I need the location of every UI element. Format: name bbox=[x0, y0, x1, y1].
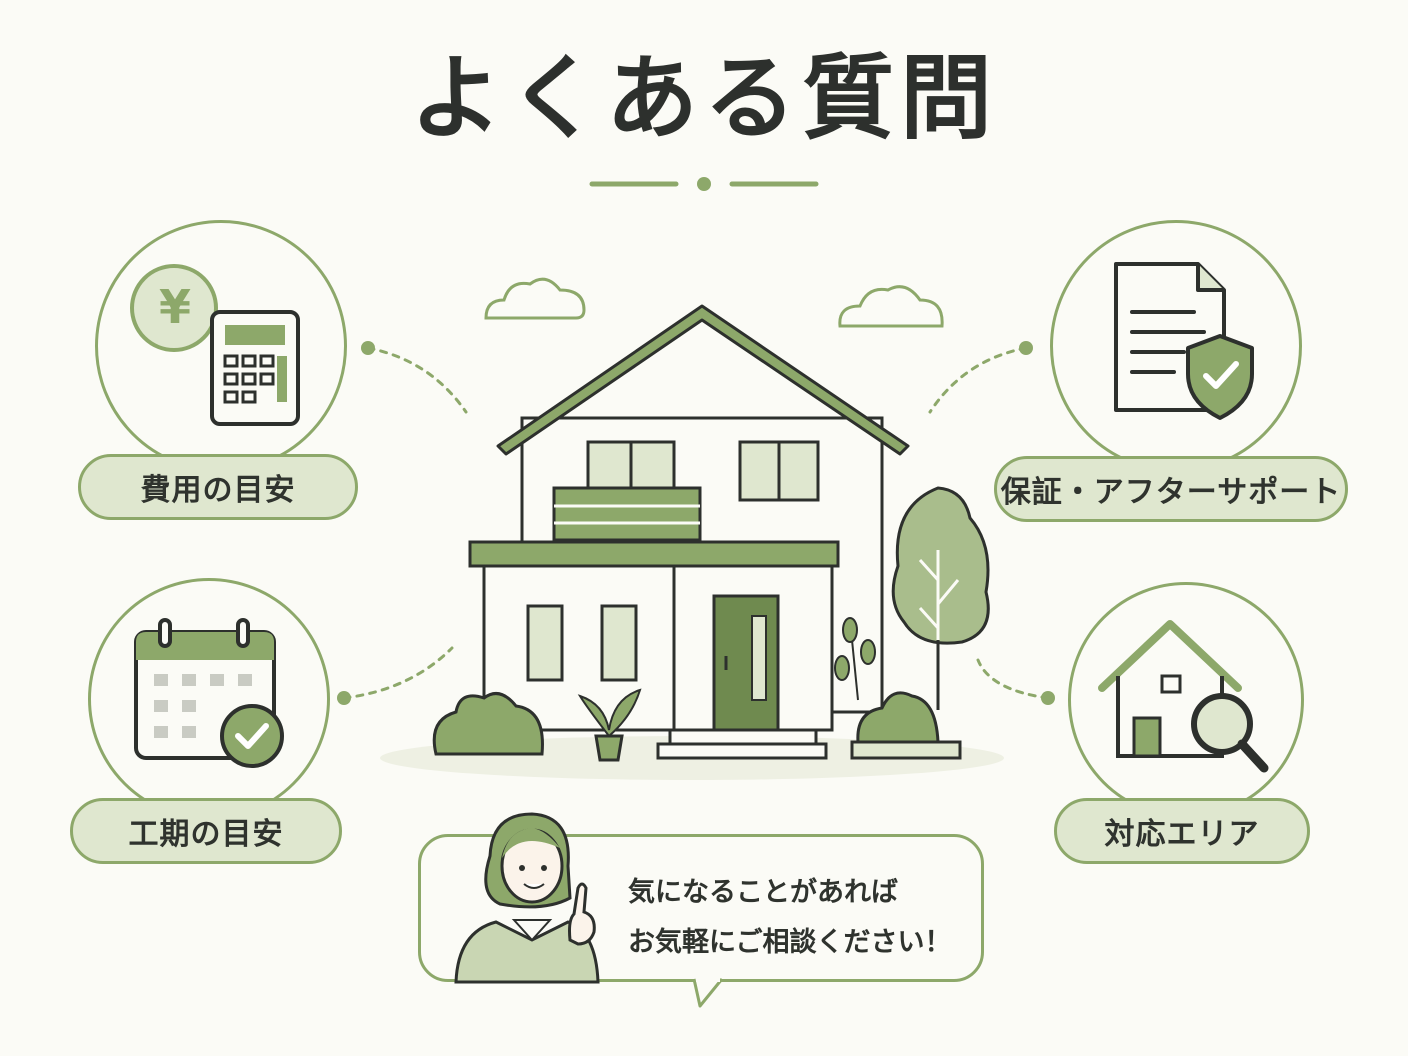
title-divider bbox=[589, 177, 819, 191]
calendar-check-icon bbox=[134, 618, 284, 768]
yen-calculator-icon bbox=[130, 264, 300, 426]
yen-symbol: ¥ bbox=[158, 280, 191, 334]
bubble-tail bbox=[692, 978, 724, 1008]
page-title: よくある質問 bbox=[409, 45, 998, 152]
consultant-avatar-icon bbox=[454, 812, 600, 984]
speech-line-2: お気軽にご相談ください！ bbox=[628, 927, 952, 958]
house-illustration bbox=[380, 277, 1004, 780]
consultation-speech-bubble bbox=[418, 834, 984, 982]
topic-cost-button[interactable]: 費用の目安 bbox=[78, 454, 358, 520]
house-search-icon bbox=[1098, 620, 1269, 773]
speech-line-1: 気になることがあれば bbox=[628, 877, 898, 908]
topic-schedule-button[interactable]: 工期の目安 bbox=[70, 798, 342, 864]
area-icon-circle bbox=[1068, 582, 1304, 818]
document-shield-icon bbox=[1114, 262, 1254, 420]
topic-area-button[interactable]: 対応エリア bbox=[1054, 798, 1310, 864]
cloud-right bbox=[838, 285, 944, 328]
topic-warranty-button[interactable]: 保証・アフターサポート bbox=[994, 456, 1348, 522]
cloud-left bbox=[484, 277, 586, 320]
